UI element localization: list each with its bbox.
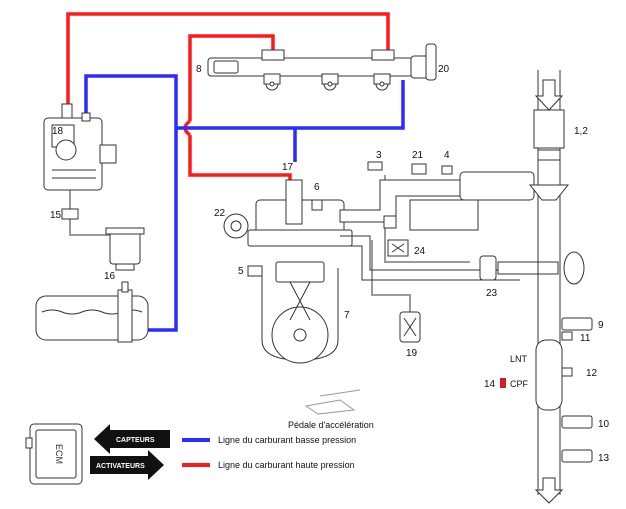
rail-pressure-sensor [410,43,437,81]
exhaust-sensors [561,317,593,463]
callout-22: 22 [214,208,226,219]
callout-11: 11 [580,333,591,344]
callout-1-2: 1,2 [574,126,588,137]
arrow-left-icon [94,424,170,454]
callout-15: 15 [50,210,62,221]
low-pressure-legend: Ligne du carburant basse pression [218,435,356,445]
callout-5: 5 [238,266,244,277]
high-pressure-pump [43,103,117,191]
intake-sensors [367,161,453,175]
callout-4: 4 [444,150,450,161]
common-rail [207,49,414,91]
egr-valve [383,215,409,257]
actuators-arrow-label: ACTIVATEURS [96,463,145,470]
callout-13: 13 [598,453,610,464]
engine [223,179,353,364]
callout-9: 9 [598,320,604,331]
cpf-marker [500,378,506,388]
callout-24: 24 [414,246,426,257]
accelerator-pedal [304,389,361,415]
sensors-arrow-label: CAPTEURS [116,437,155,444]
callout-12: 12 [586,368,598,379]
high-pressure-swatch [182,463,210,467]
callout-21: 21 [412,150,424,161]
crank-sensor [247,265,263,277]
fuel-temp-sensor [61,208,79,220]
exhaust-pipe [528,70,570,495]
turbocharger [479,251,585,285]
callout-19: 19 [406,348,418,359]
arrow-down-icon [534,79,564,111]
ecm-label: ECM [54,444,64,464]
callout-7: 7 [344,310,350,321]
low-pressure-swatch [182,438,210,442]
exhaust-manifold [340,235,520,281]
callout-3: 3 [376,150,382,161]
callout-6: 6 [314,182,320,193]
arrow-down-icon [534,477,564,504]
callout-20: 20 [438,64,450,75]
lnt-label: LNT [510,354,528,364]
callout-14: 14 [484,379,496,390]
callout-18: 18 [52,126,64,137]
callout-17: 17 [282,162,294,173]
arrow-right-icon [90,450,164,480]
high-pressure-legend: Ligne du carburant haute pression [218,460,355,470]
callout-16: 16 [104,271,116,282]
callout-8: 8 [196,64,202,75]
low-pressure-lines [84,74,405,332]
vacuum-modulator [399,311,421,343]
fuel-tank [35,281,149,343]
intake-manifold [339,171,535,231]
pedal-label: Pédale d'accélération [288,420,374,430]
ecm-module [25,423,83,485]
callout-23: 23 [486,288,498,299]
callout-10: 10 [598,419,610,430]
cpf-label: CPF [510,379,529,389]
fuel-filter [105,227,145,271]
